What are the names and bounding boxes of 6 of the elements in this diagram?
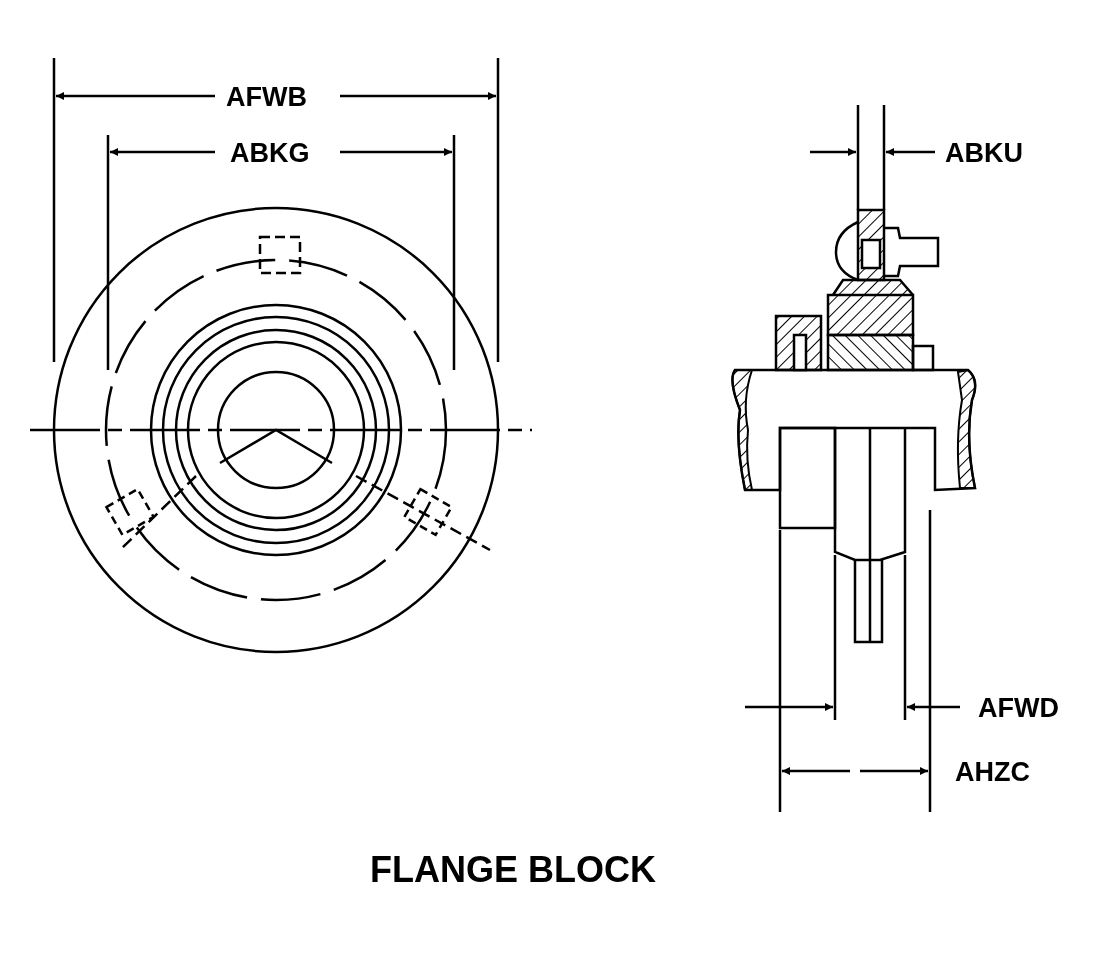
drawing-title: FLANGE BLOCK bbox=[370, 852, 656, 888]
dimension-label: AFWB bbox=[226, 83, 307, 111]
dimension-label: AHZC bbox=[955, 758, 1030, 786]
dimension-label: AFWD bbox=[978, 694, 1059, 722]
dimension-label: ABKG bbox=[230, 139, 310, 167]
dimension-label: ABKU bbox=[945, 139, 1023, 167]
